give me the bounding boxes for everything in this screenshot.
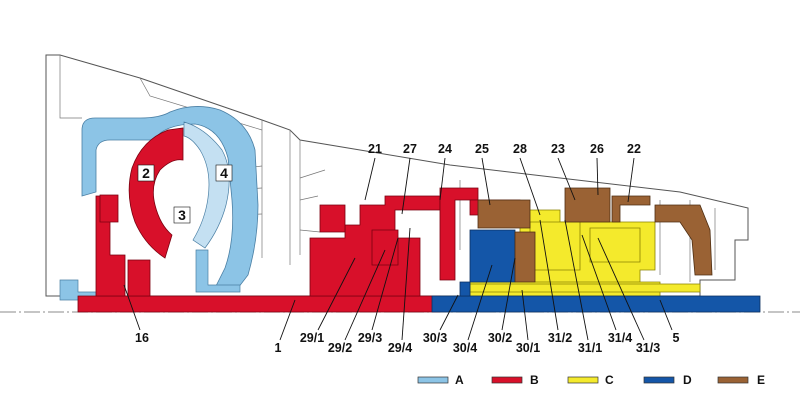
label-23: 23 xyxy=(551,142,565,156)
legend-label-d: D xyxy=(683,373,692,387)
label-28: 28 xyxy=(513,142,527,156)
converter-cover xyxy=(81,106,259,289)
legend-swatch-d xyxy=(643,376,675,384)
label-22: 22 xyxy=(627,142,641,156)
legend-swatch-e xyxy=(717,376,749,384)
label-30-1: 30/1 xyxy=(516,341,540,355)
label-29-3: 29/3 xyxy=(358,331,382,345)
label-31-2: 31/2 xyxy=(548,331,572,345)
label-30-4: 30/4 xyxy=(453,341,477,355)
impeller xyxy=(128,127,184,259)
legend-swatch-a xyxy=(417,376,449,384)
label-25: 25 xyxy=(475,142,489,156)
legend: A B C D E xyxy=(417,373,765,387)
label-30-2: 30/2 xyxy=(488,331,512,345)
label-31-4: 31/4 xyxy=(608,331,632,345)
turbine-blade-area xyxy=(183,121,230,249)
label-30-3: 30/3 xyxy=(423,331,447,345)
callouts-top: 21 27 24 25 28 23 26 22 xyxy=(364,142,641,216)
label-4: 4 xyxy=(220,165,228,181)
callouts-bottom: 16 1 29/1 29/2 29/3 29/4 30/3 30/4 30/2 … xyxy=(123,219,680,355)
label-31-1: 31/1 xyxy=(578,341,602,355)
pressure-zone-d xyxy=(431,229,761,313)
label-5: 5 xyxy=(673,331,680,345)
output-shaft-blue xyxy=(431,295,761,313)
label-29-2: 29/2 xyxy=(328,341,352,355)
legend-swatch-c xyxy=(567,376,599,384)
label-2: 2 xyxy=(142,165,150,181)
legend-swatch-b xyxy=(491,376,523,384)
legend-label-b: B xyxy=(530,373,539,387)
label-3: 3 xyxy=(178,207,186,223)
label-21: 21 xyxy=(368,142,382,156)
label-31-3: 31/3 xyxy=(636,341,660,355)
pressure-zone-b xyxy=(77,127,521,313)
label-24: 24 xyxy=(438,142,452,156)
label-27: 27 xyxy=(403,142,417,156)
stator-clutch xyxy=(99,194,119,223)
label-26: 26 xyxy=(590,142,604,156)
label-1: 1 xyxy=(275,341,282,355)
pressure-zone-e xyxy=(477,187,713,283)
label-16: 16 xyxy=(135,331,149,345)
legend-label-c: C xyxy=(605,373,614,387)
legend-label-a: A xyxy=(455,373,464,387)
label-29-1: 29/1 xyxy=(300,331,324,345)
label-29-4: 29/4 xyxy=(388,341,412,355)
legend-label-e: E xyxy=(757,373,765,387)
